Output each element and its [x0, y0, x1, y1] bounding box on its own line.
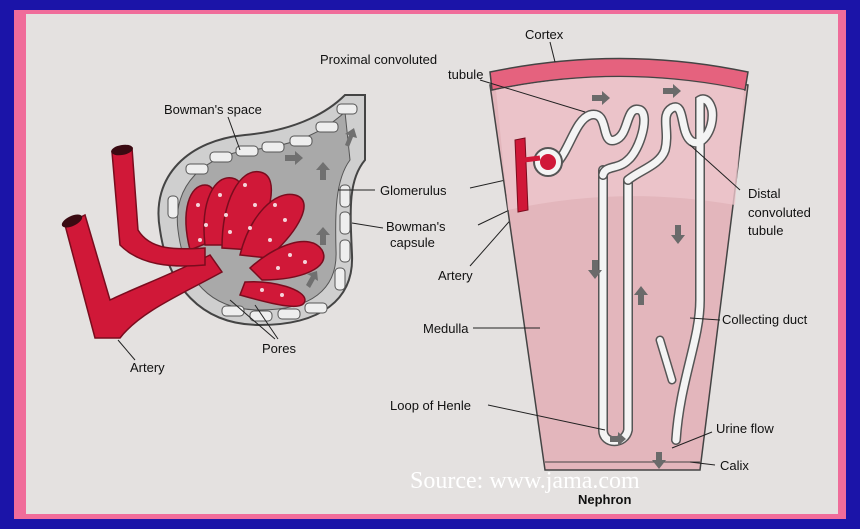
label-glomerulus: Glomerulus [380, 183, 446, 198]
label-loop-of-henle: Loop of Henle [390, 398, 471, 413]
nephron-illustration [490, 59, 748, 471]
glomerulus-illustration [60, 95, 365, 338]
label-proximal-2: tubule [448, 67, 483, 82]
label-distal-1: Distal [748, 186, 781, 201]
label-collecting-duct: Collecting duct [722, 312, 807, 327]
label-urine-flow: Urine flow [716, 421, 774, 436]
label-artery-right: Artery [438, 268, 473, 283]
label-distal-3: tubule [748, 223, 783, 238]
label-proximal-1: Proximal convoluted [320, 52, 437, 67]
label-calix: Calix [720, 458, 749, 473]
label-bowmans-space: Bowman's space [164, 102, 262, 117]
label-bowmans-capsule-2: capsule [390, 235, 435, 250]
label-distal-2: convoluted [748, 205, 811, 220]
label-medulla: Medulla [423, 321, 469, 336]
source-caption: Source: www.jama.com [410, 468, 640, 495]
label-pores: Pores [262, 341, 296, 356]
label-cortex: Cortex [525, 27, 563, 42]
label-bowmans-capsule-1: Bowman's [386, 219, 446, 234]
label-artery-left: Artery [130, 360, 165, 375]
